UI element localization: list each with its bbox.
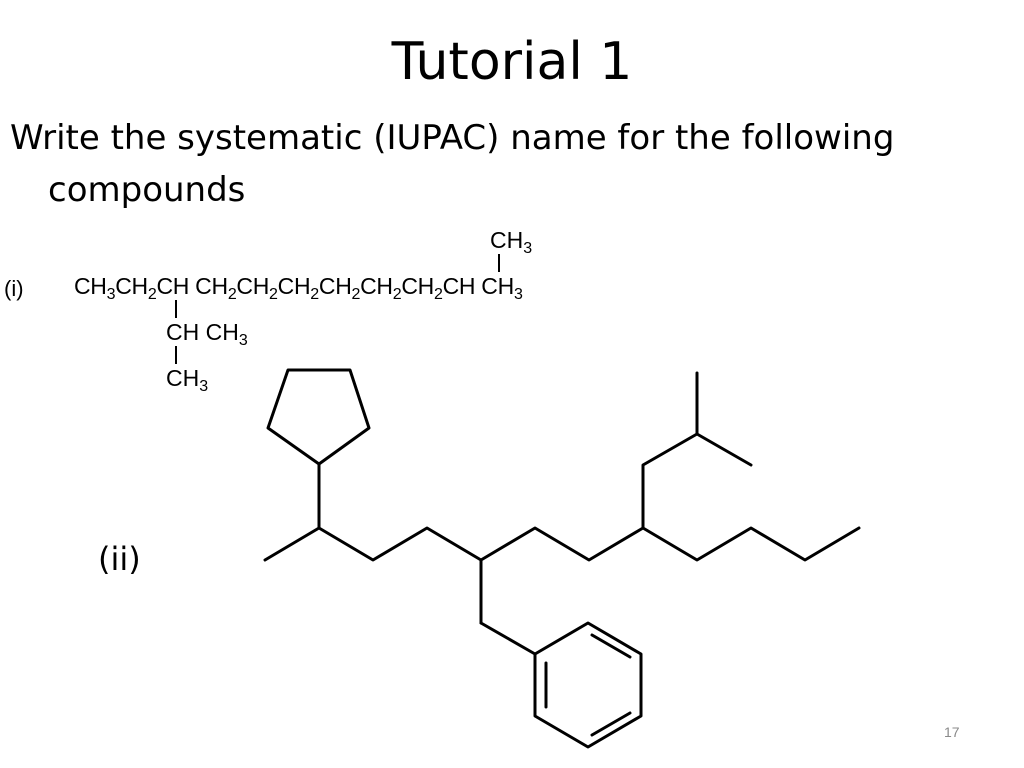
compound-i-label: (i) [4, 276, 24, 301]
instruction-line-1: Write the systematic (IUPAC) name for th… [10, 118, 895, 158]
benzene-ring [533, 621, 643, 749]
benzyl-to-ring-bond [479, 621, 537, 656]
slide-title: Tutorial 1 [391, 32, 633, 92]
compound-i-top-methyl: CH3 [490, 227, 533, 257]
benzene-double-bond-2 [590, 633, 632, 659]
compound-ii-label: (ii) [98, 540, 141, 578]
compound-i-lower-branch-2: CH3 [166, 365, 209, 395]
isobutyl-branch [641, 432, 753, 530]
instruction-line-2: compounds [48, 170, 246, 210]
page-number: 17 [944, 724, 960, 740]
compound-i-main-chain: CH3CH2CH CH2CH2CH2CH2CH2CH2CH CH3 [74, 273, 523, 303]
compound-i-lower-bond-2 [175, 346, 177, 364]
compound-i-top-bond [498, 254, 500, 272]
benzene-double-bond-3 [590, 711, 632, 737]
instruction-text: Write the systematic (IUPAC) name for th… [10, 112, 1010, 216]
main-carbon-chain [263, 526, 861, 562]
compound-i-lower-branch-1: CH CH3 [166, 319, 248, 349]
compound-i-lower-bond-1 [175, 300, 177, 318]
cyclopentane-ring [266, 368, 371, 466]
